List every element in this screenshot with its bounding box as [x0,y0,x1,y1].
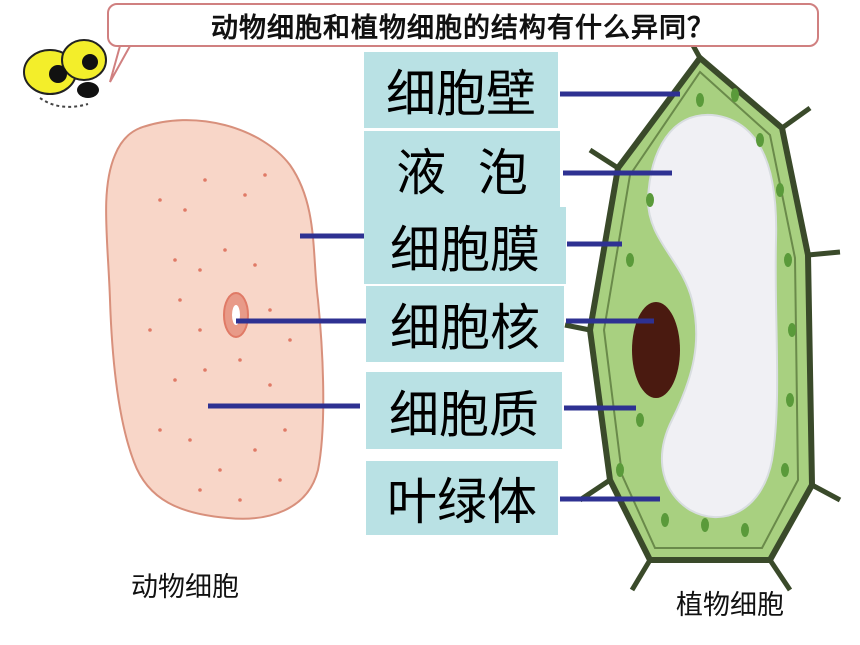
plant-cell [564,38,842,592]
leader-lines [208,91,680,502]
cytoplasm-granule [198,488,202,492]
chloroplast [701,518,709,532]
chloroplast [781,463,789,477]
cytoplasm-granule [198,328,202,332]
label-cell-membrane: 细胞膜 [364,207,566,284]
mascot-icon [23,39,132,108]
plant-cell-membrane [602,70,800,549]
cytoplasm-granule [288,338,292,342]
chloroplast [756,133,764,147]
question-bubble: 动物细胞和植物细胞的结构有什么异同？ [107,3,819,47]
bubble-tail [109,45,132,83]
cytoplasm-granule [198,268,202,272]
cytoplasm-granule [203,368,207,372]
chloroplast [661,513,669,527]
cytoplasm-granule [178,298,182,302]
chloroplast [788,323,796,337]
cytoplasm-granule [173,258,177,262]
cytoplasm-granule [278,478,282,482]
animal-cell [105,119,325,520]
cytoplasm-granule [263,173,267,177]
cytoplasm-granule [183,208,187,212]
cytoplasm-granule [238,498,242,502]
cytoplasm-granule [203,178,207,182]
cytoplasm-granule [218,468,222,472]
cytoplasm-granule [188,438,192,442]
mascot-left-pupil [49,65,67,83]
plant-nucleus [632,302,680,398]
cytoplasm-granule [148,328,152,332]
cytoplasm-granule [158,198,162,202]
chloroplast [784,253,792,267]
cytoplasm-granule [173,378,177,382]
chloroplast [776,183,784,197]
chloroplast [636,413,644,427]
cytoplasm-granule [268,308,272,312]
label-chloroplast: 叶绿体 [366,461,558,535]
animal-cell-body [105,119,325,520]
chloroplast [786,393,794,407]
caption-animal-cell: 动物细胞 [131,572,239,603]
cytoplasm-granule [223,248,227,252]
cytoplasm-granule [253,263,257,267]
chloroplast [741,523,749,537]
chloroplast [626,253,634,267]
mascot-chin [39,97,89,108]
caption-plant-cell: 植物细胞 [676,590,784,621]
label-cell-wall: 细胞壁 [364,52,558,128]
mascot-mouth [77,82,99,98]
question-text: 动物细胞和植物细胞的结构有什么异同？ [211,12,715,44]
chloroplast [646,193,654,207]
chloroplast [696,93,704,107]
plant-vacuole [646,113,779,519]
label-cytoplasm: 细胞质 [366,372,562,449]
cytoplasm-granule [158,428,162,432]
plant-chloroplasts [616,88,796,537]
cytoplasm-granule [243,193,247,197]
cytoplasm-granule [283,428,287,432]
neighbor-cell-walls [564,38,842,592]
mascot-right-pupil [82,54,98,70]
label-vacuole: 液 泡 [364,131,560,207]
chloroplast [731,88,739,102]
cytoplasm-granule [238,358,242,362]
cytoplasm-granule [253,448,257,452]
cytoplasm-granule [268,383,272,387]
chloroplast [616,463,624,477]
animal-cytoplasm-granules [148,173,292,502]
label-nucleus: 细胞核 [366,286,564,362]
